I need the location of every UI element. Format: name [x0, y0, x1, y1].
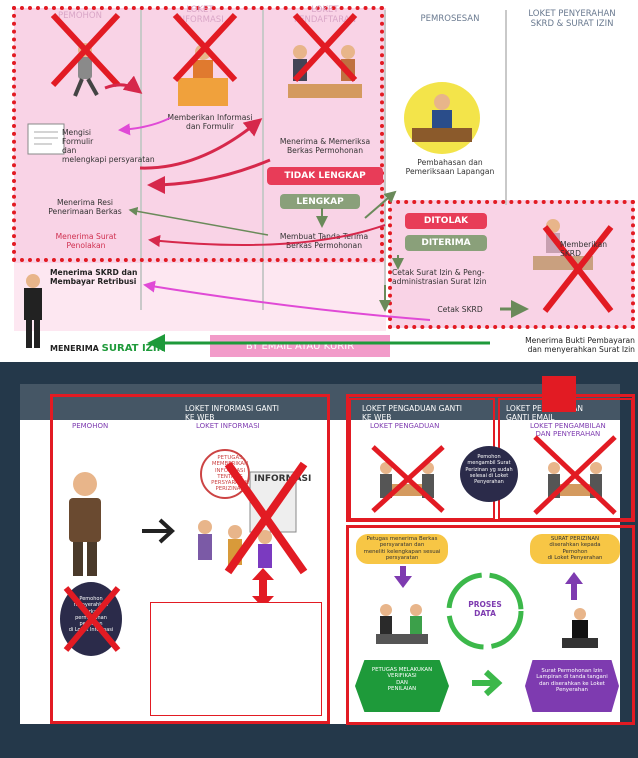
col-head-loket-pendaftaran: LOKET PENDAFTARAN [294, 5, 356, 25]
old-man-icon [69, 472, 101, 576]
petugas-menerima-text: Petugas menerima Berkas persyaratan dan … [363, 536, 441, 561]
header-pengaduan: LOKET PENGADUAN GANTI KE WEB [362, 404, 462, 422]
petugas-menerima-box [356, 534, 448, 564]
businessman-icon [24, 274, 42, 348]
step-cetak-surat-izin: Cetak Surat Izin & Peng- administrasian … [392, 268, 487, 286]
badge-diterima: DITERIMA [405, 235, 487, 251]
surat-diserahkan-box [530, 534, 620, 564]
petugas-verifikasi-box [355, 660, 449, 712]
step-membuat-tanda-terima: Membuat Tanda Terima Berkas Permohonan [279, 232, 369, 250]
x-mark-loket-informasi [172, 12, 238, 83]
pemohon-mengambil-text: Pemohon mengambil Surat Perizinan yg sud… [465, 454, 513, 486]
x-mark-pengaduan [371, 445, 445, 513]
big-green-arrow-icon [472, 669, 503, 697]
box-proses [346, 525, 635, 725]
step-menerima-skrd: Menerima SKRD dan Membayar Retribusi [50, 268, 138, 286]
divider-1 [140, 10, 142, 310]
x-mark-pemohon-bubble [63, 586, 121, 652]
empty-red-box [150, 602, 322, 716]
bottom-flowchart: LOKET INFORMASI GANTI KE WEB LOKET PENGA… [0, 362, 638, 758]
box-informasi [50, 394, 330, 724]
step-cetak-skrd: Cetak SKRD [437, 305, 483, 314]
x-mark-skrd [542, 225, 614, 313]
by-email-label: BY EMAIL ATAU KURIR [245, 340, 355, 352]
col-head-loket-penyerahan: LOKET PENYERAHAN SKRD & SURAT IZIN [528, 9, 616, 29]
step-menerima-resi: Menerima Resi Penerimaan Berkas [48, 198, 122, 216]
penyerahan-desk-icon [548, 462, 602, 498]
x-mark-penyerahan [533, 435, 617, 515]
label-pemohon: PEMOHON [72, 422, 109, 430]
label-loket-informasi: LOKET INFORMASI [196, 422, 260, 430]
verifikasi-team-icon [376, 604, 428, 644]
col-head-pemrosesan: PEMROSESAN [420, 14, 480, 24]
divider-2 [262, 10, 264, 310]
lengkap-label: LENGKAP [296, 196, 344, 207]
step-pembahasan: Pembahasan dan Pemeriksaan Lapangan [405, 158, 495, 176]
step-menerima-surat-penolakan: Menerima Surat Penolakan [55, 232, 117, 250]
officer-desk-icon [562, 608, 598, 648]
x-mark-pemohon [50, 12, 121, 88]
menerima-prefix: MENERIMA [50, 344, 102, 353]
badge-lengkap: LENGKAP [280, 194, 360, 209]
proses-data-label: PROSES DATA [468, 600, 502, 618]
step-menerima-surat-izin: MENERIMA SURAT IZIN [50, 343, 165, 354]
form-document-icon [27, 123, 65, 155]
col-head-pemohon: PEMOHON [58, 11, 102, 21]
down-arrow-icon [394, 566, 412, 588]
label-loket-pengaduan: LOKET PENGADUAN [370, 422, 440, 430]
box-pengaduan [346, 394, 635, 522]
label-loket-pengambilan: LOKET PENGAMBILAN DAN PENYERAHAN [530, 422, 606, 438]
step-menerima-bukti: Menerima Bukti Pembayaran dan menyerahka… [525, 336, 635, 354]
dotted-box-right [388, 200, 635, 329]
surat-permohonan-box [525, 660, 619, 712]
step-memberikan-informasi: Memberikan Informasi dan Formulir [167, 113, 253, 131]
surat-diserahkan-text: SURAT PERIZINAN diserahkan kepada Pemoho… [547, 536, 603, 561]
flow-arrows [104, 75, 529, 352]
badge-tidak-lengkap: TIDAK LENGKAP [267, 167, 383, 185]
divider-4 [505, 10, 507, 205]
col-head-loket-informasi: LOKET INFORMASI [176, 5, 224, 25]
up-arrow-icon [565, 572, 583, 600]
diterima-label: DITERIMA [421, 238, 471, 248]
divider-3 [384, 10, 386, 310]
loket-pendaftaran-clerks-icon [288, 45, 362, 98]
header-informasi: LOKET INFORMASI GANTI KE WEB [185, 404, 279, 422]
top-flowchart: PEMOHON LOKET INFORMASI LOKET PENDAFTARA… [0, 0, 638, 362]
x-mark-informasi [224, 461, 308, 575]
badge-ditolak: DITOLAK [405, 213, 487, 229]
surat-permohonan-text: Surat Permohonan Izin Lampiran di tanda … [536, 668, 608, 693]
petugas-verifikasi-text: PETUGAS MELAKUKAN VERIFIKASI DAN PENILAI… [371, 667, 433, 692]
step-memberikan-skrd: Memberikan SKRD [560, 240, 608, 258]
step-mengisi-formulir: Mengisi Formulir dan melengkapi persyara… [62, 128, 155, 164]
step-menerima-memeriksa: Menerima & Memeriksa Berkas Permohonan [279, 137, 371, 155]
arrow-right-icon [142, 518, 175, 544]
ditolak-label: DITOLAK [423, 216, 469, 226]
informasi-sign: INFORMASI [254, 474, 312, 484]
surat-izin-emph: SURAT IZIN [101, 343, 166, 354]
header-strip [20, 384, 620, 420]
pemrosesan-officer-icon [404, 82, 480, 154]
by-email-box: BY EMAIL ATAU KURIR [210, 335, 390, 357]
double-arrow-icon [252, 568, 274, 608]
pemohon-mengambil-bubble [460, 446, 518, 502]
pink-area-bottom [14, 263, 386, 331]
proses-cycle-icon [446, 572, 524, 650]
x-mark-loket-pendaftaran [292, 12, 358, 83]
pengaduan-desk-icon [380, 462, 434, 498]
dotted-box-left [12, 6, 384, 262]
tidak-lengkap-label: TIDAK LENGKAP [284, 171, 366, 181]
